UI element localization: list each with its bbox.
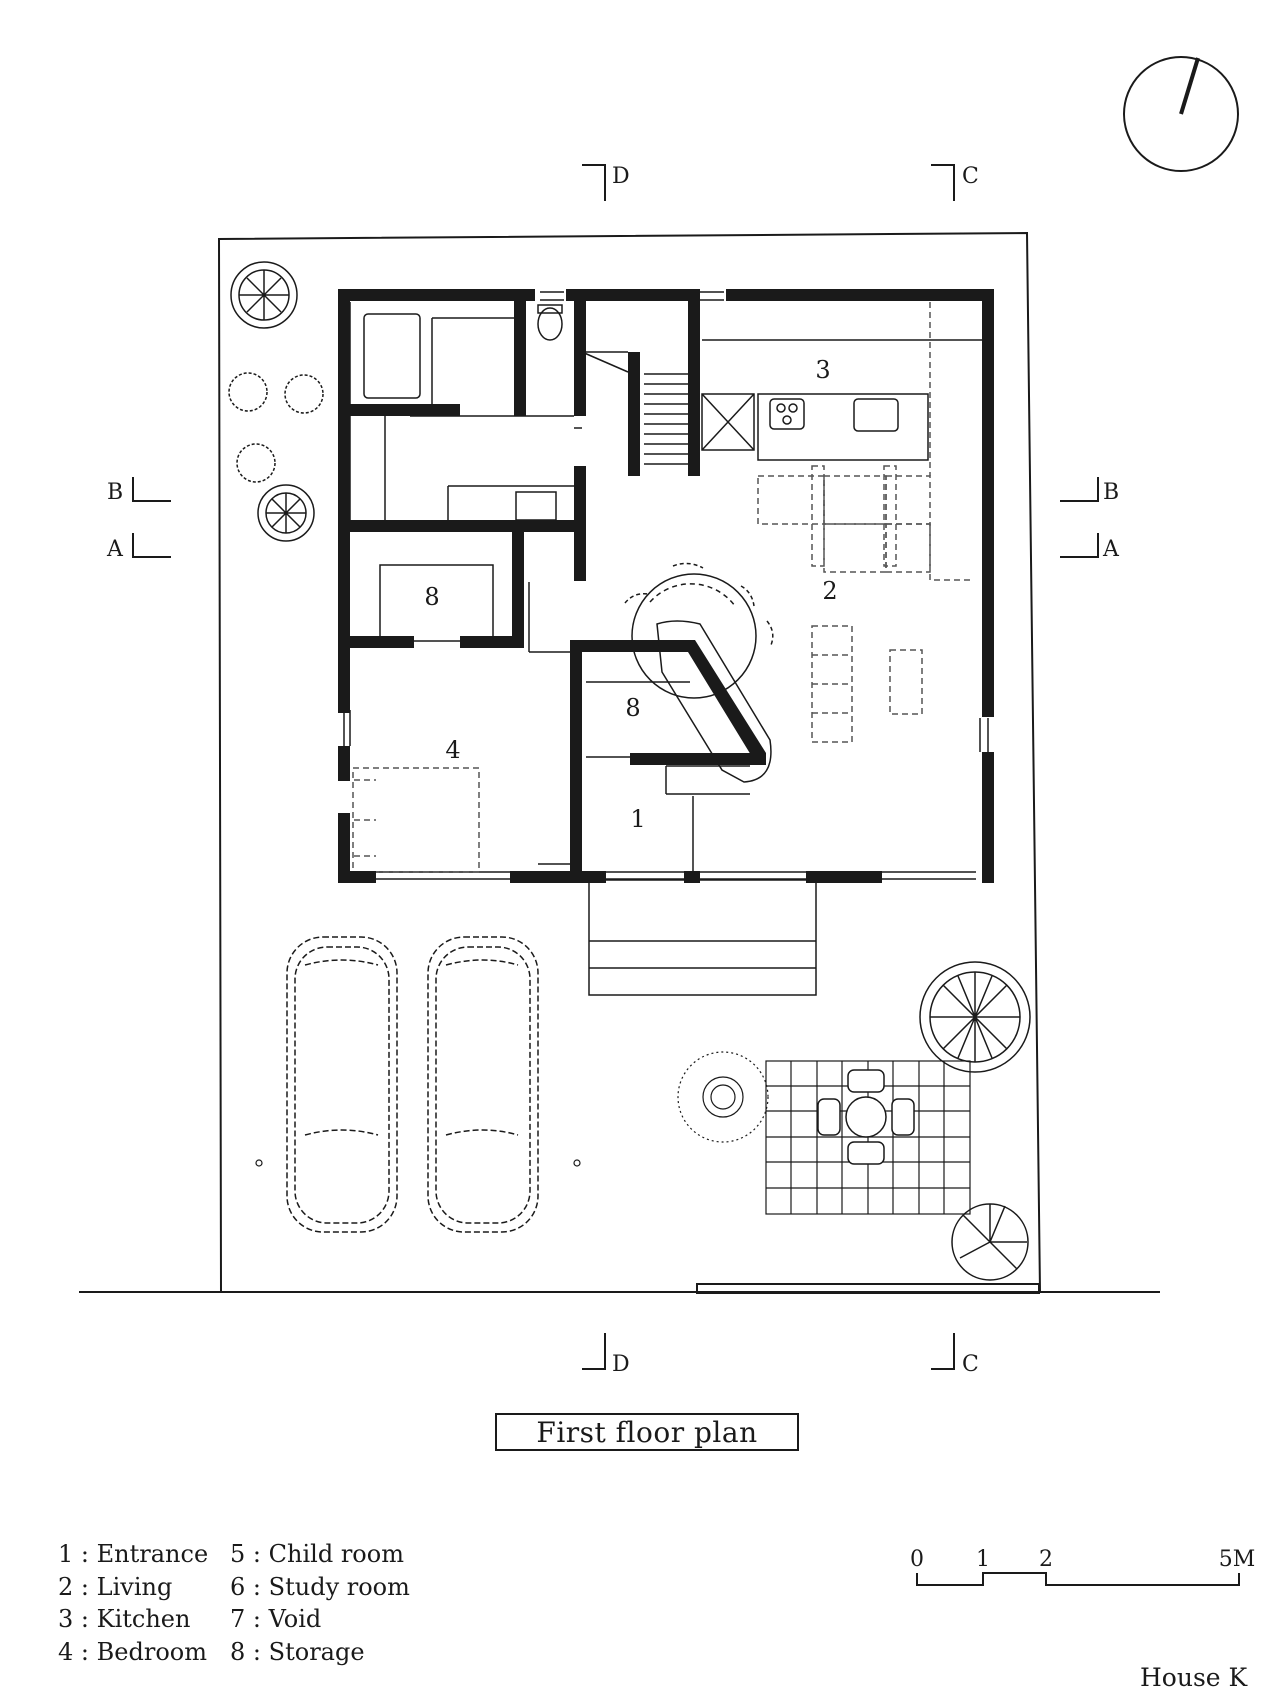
- section-marker-c-bottom: [931, 1333, 955, 1370]
- scale-tick-1: 1: [976, 1547, 990, 1572]
- tree-icon: [951, 1203, 1029, 1281]
- plan-title: First floor plan: [495, 1413, 799, 1451]
- interior-fine-lines: [343, 291, 989, 996]
- tree-icon: [919, 961, 1031, 1073]
- scale-bar: [916, 1572, 1240, 1586]
- room-number-storage-upper: 8: [424, 583, 439, 611]
- section-marker-a-left: [132, 533, 171, 558]
- legend-item: 8 : Storage: [230, 1637, 365, 1666]
- legend-item: 6 : Study room: [230, 1572, 410, 1601]
- legend-column-1: 1 : Entrance 2 : Living 3 : Kitchen 4 : …: [58, 1538, 208, 1668]
- tree-icon: [257, 484, 315, 542]
- scale-tick-2: 2: [1039, 1547, 1053, 1572]
- section-marker-d-bottom: [582, 1333, 606, 1370]
- section-label-b-right: B: [1103, 480, 1119, 505]
- section-label-c-top: C: [962, 164, 979, 189]
- section-label-b-left: B: [107, 480, 123, 505]
- parking-marker: [573, 1159, 581, 1167]
- room-number-living: 2: [822, 577, 837, 605]
- legend-item: 7 : Void: [230, 1605, 322, 1633]
- legend-item: 5 : Child room: [230, 1540, 404, 1568]
- tree-icon: [230, 261, 298, 329]
- legend-item: 1 : Entrance: [58, 1540, 209, 1568]
- curved-wall-end: [656, 620, 772, 783]
- room-number-storage-center: 8: [625, 694, 640, 722]
- room-number-entrance: 1: [630, 805, 645, 833]
- walls: [338, 289, 994, 883]
- tree-icon: [677, 1051, 769, 1143]
- section-marker-b-left: [132, 477, 171, 502]
- section-marker-b-right: [1060, 477, 1099, 502]
- room-number-bedroom: 4: [445, 736, 460, 764]
- legend-item: 2 : Living: [58, 1572, 173, 1601]
- furniture-dashed: [352, 302, 974, 873]
- section-label-d-top: D: [612, 164, 630, 189]
- section-marker-c-top: [931, 164, 955, 201]
- legend-item: 3 : Kitchen: [58, 1605, 191, 1633]
- section-label-d-bottom: D: [612, 1352, 630, 1377]
- stair-treads: [644, 373, 690, 465]
- room-number-kitchen: 3: [815, 356, 830, 384]
- car-icon: [427, 936, 539, 1233]
- site-boundary: [79, 231, 1160, 1294]
- void-circle: [631, 573, 757, 699]
- section-label-a-left: A: [106, 537, 124, 562]
- parking-marker: [255, 1159, 263, 1167]
- patio-table-icon: [817, 1069, 915, 1165]
- section-label-c-bottom: C: [962, 1352, 979, 1377]
- section-marker-a-right: [1060, 533, 1099, 558]
- scale-tick-5m: 5M: [1219, 1547, 1256, 1572]
- north-arrow-icon: [1123, 56, 1239, 172]
- tree-icon: [228, 372, 324, 483]
- legend-item: 4 : Bedroom: [58, 1637, 207, 1666]
- void-arrows: [624, 562, 774, 646]
- legend-column-2: 5 : Child room 6 : Study room 7 : Void 8…: [230, 1538, 410, 1668]
- section-marker-d-top: [582, 164, 606, 201]
- project-name: House K: [1140, 1663, 1248, 1692]
- section-label-a-right: A: [1102, 537, 1120, 562]
- scale-tick-0: 0: [910, 1547, 924, 1572]
- car-icon: [286, 936, 398, 1233]
